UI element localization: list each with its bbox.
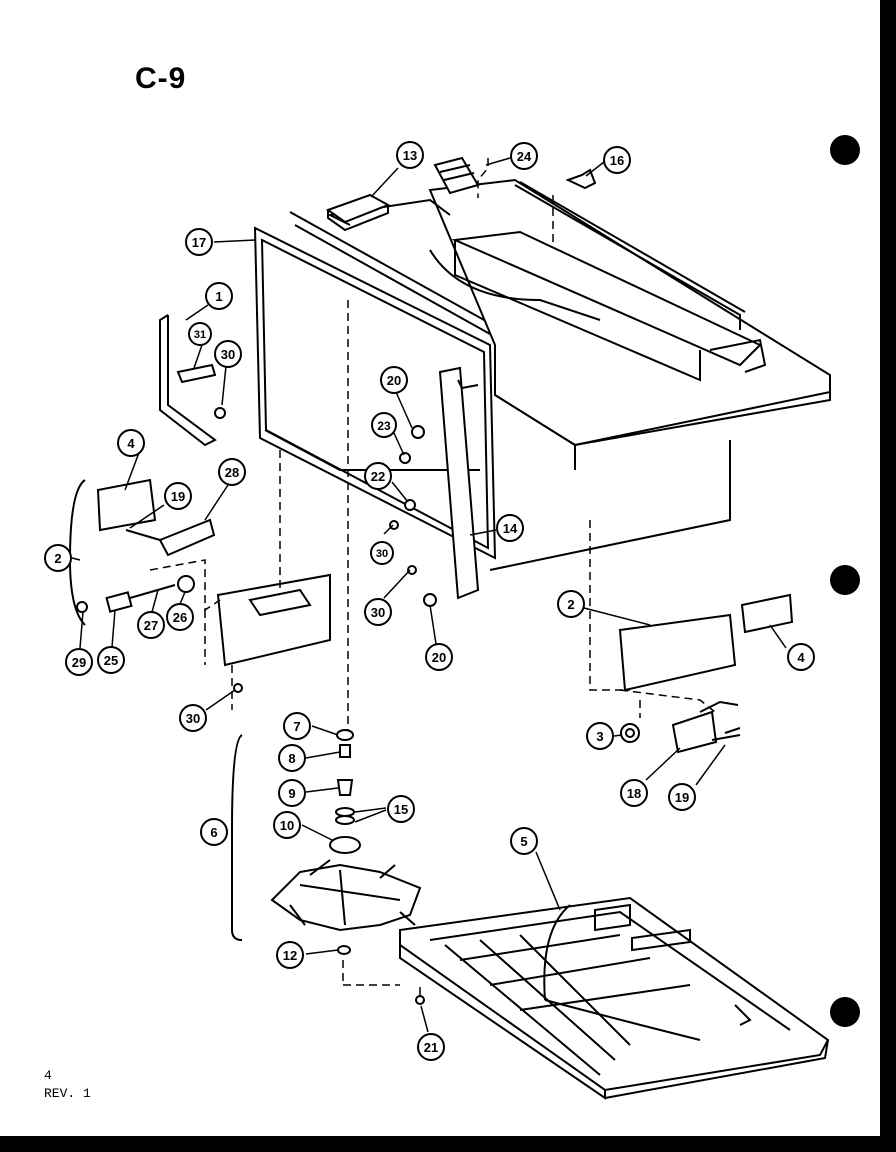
callout-3: 3 (586, 722, 614, 750)
callout-2-right: 2 (557, 590, 585, 618)
switch-assembly-left (76, 478, 331, 667)
callout-12-label: 12 (283, 948, 297, 963)
callout-1: 1 (205, 282, 233, 310)
bracket-14 (438, 366, 480, 600)
callout-24-label: 24 (517, 149, 532, 164)
callout-3-label: 3 (596, 729, 603, 744)
callout-24: 24 (510, 142, 538, 170)
callout-30-mid: 30 (370, 541, 394, 565)
callout-28: 28 (218, 458, 246, 486)
callout-30-low-label: 30 (186, 711, 200, 726)
leader-lines (71, 157, 787, 1033)
callout-19-right-label: 19 (675, 790, 689, 805)
callout-29-label: 29 (72, 655, 86, 670)
callout-17-label: 17 (192, 235, 206, 250)
callout-23-label: 23 (377, 419, 391, 433)
callout-21-label: 21 (424, 1040, 438, 1055)
callout-2-left: 2 (44, 544, 72, 572)
fasteners (214, 407, 741, 1005)
bottom-scan-edge (0, 1136, 896, 1152)
callout-15-label: 15 (394, 802, 408, 817)
callout-23: 23 (371, 412, 397, 438)
revision-label: REV. 1 (44, 1086, 91, 1101)
cabinet-housing (253, 178, 831, 571)
callout-30-mid-label: 30 (376, 548, 388, 560)
fan-blade (270, 859, 422, 955)
callout-21: 21 (417, 1033, 445, 1061)
right-scan-edge (880, 0, 896, 1152)
callout-18-label: 18 (627, 786, 641, 801)
callout-20-upper-label: 20 (387, 373, 401, 388)
callout-20-lower-label: 20 (432, 650, 446, 665)
callout-25-label: 25 (104, 653, 118, 668)
group-braces (68, 479, 243, 941)
callout-25: 25 (97, 646, 125, 674)
callout-29: 29 (65, 648, 93, 676)
callout-20-lower: 20 (425, 643, 453, 671)
callout-19-left: 19 (164, 482, 192, 510)
callout-balloons: 13 24 16 17 1 31 30 20 23 22 14 4 19 28 … (44, 141, 815, 1061)
callout-13-label: 13 (403, 148, 417, 163)
callout-1-label: 1 (215, 289, 222, 304)
callout-4-left: 4 (117, 429, 145, 457)
callout-30-right: 30 (364, 598, 392, 626)
diagram-title: C-9 (135, 62, 187, 95)
binder-hole-top (830, 135, 860, 165)
callout-12: 12 (276, 941, 304, 969)
switch-assembly-right (618, 593, 794, 754)
binder-hole-middle (830, 565, 860, 595)
callout-5-label: 5 (520, 834, 527, 849)
callout-2-left-label: 2 (54, 551, 61, 566)
callout-8-label: 8 (288, 751, 295, 766)
callout-16-label: 16 (610, 153, 624, 168)
control-box-13 (325, 193, 391, 232)
callout-22-label: 22 (371, 469, 385, 484)
callout-15: 15 (387, 795, 415, 823)
callout-4-right: 4 (787, 643, 815, 671)
callout-30-right-label: 30 (371, 605, 385, 620)
callout-5: 5 (510, 827, 538, 855)
callout-20-upper: 20 (380, 366, 408, 394)
callout-31-label: 31 (194, 329, 206, 341)
callout-30-top-label: 30 (221, 347, 235, 362)
callout-30-top: 30 (214, 340, 242, 368)
binder-hole-bottom (830, 997, 860, 1027)
callout-9-label: 9 (288, 786, 295, 801)
callout-14-label: 14 (503, 521, 518, 536)
callout-10-label: 10 (280, 818, 294, 833)
callout-4-right-label: 4 (797, 650, 805, 665)
callout-2-right-label: 2 (567, 597, 574, 612)
callout-26-label: 26 (173, 610, 187, 625)
callout-31: 31 (188, 322, 212, 346)
callout-30-low: 30 (179, 704, 207, 732)
callout-19-right: 19 (668, 783, 696, 811)
callout-27-label: 27 (144, 618, 158, 633)
callout-4-left-label: 4 (127, 436, 135, 451)
callout-7: 7 (283, 712, 311, 740)
callout-18: 18 (620, 779, 648, 807)
callout-7-label: 7 (293, 719, 300, 734)
callout-6-label: 6 (210, 825, 217, 840)
callout-26: 26 (166, 603, 194, 631)
page-number: 4 (44, 1068, 52, 1083)
callout-9: 9 (278, 779, 306, 807)
callout-10: 10 (273, 811, 301, 839)
callout-28-label: 28 (225, 465, 239, 480)
motor-stack (329, 300, 361, 854)
callout-13: 13 (396, 141, 424, 169)
callout-14: 14 (496, 514, 524, 542)
callout-19-left-label: 19 (171, 489, 185, 504)
callout-16: 16 (603, 146, 631, 174)
base-pan-5 (399, 896, 830, 1100)
bracket-1 (159, 314, 217, 447)
callout-27: 27 (137, 611, 165, 639)
callout-17: 17 (185, 228, 213, 256)
callout-8: 8 (278, 744, 306, 772)
callout-22: 22 (364, 462, 392, 490)
alignment-lines (149, 158, 716, 995)
callout-6: 6 (200, 818, 228, 846)
